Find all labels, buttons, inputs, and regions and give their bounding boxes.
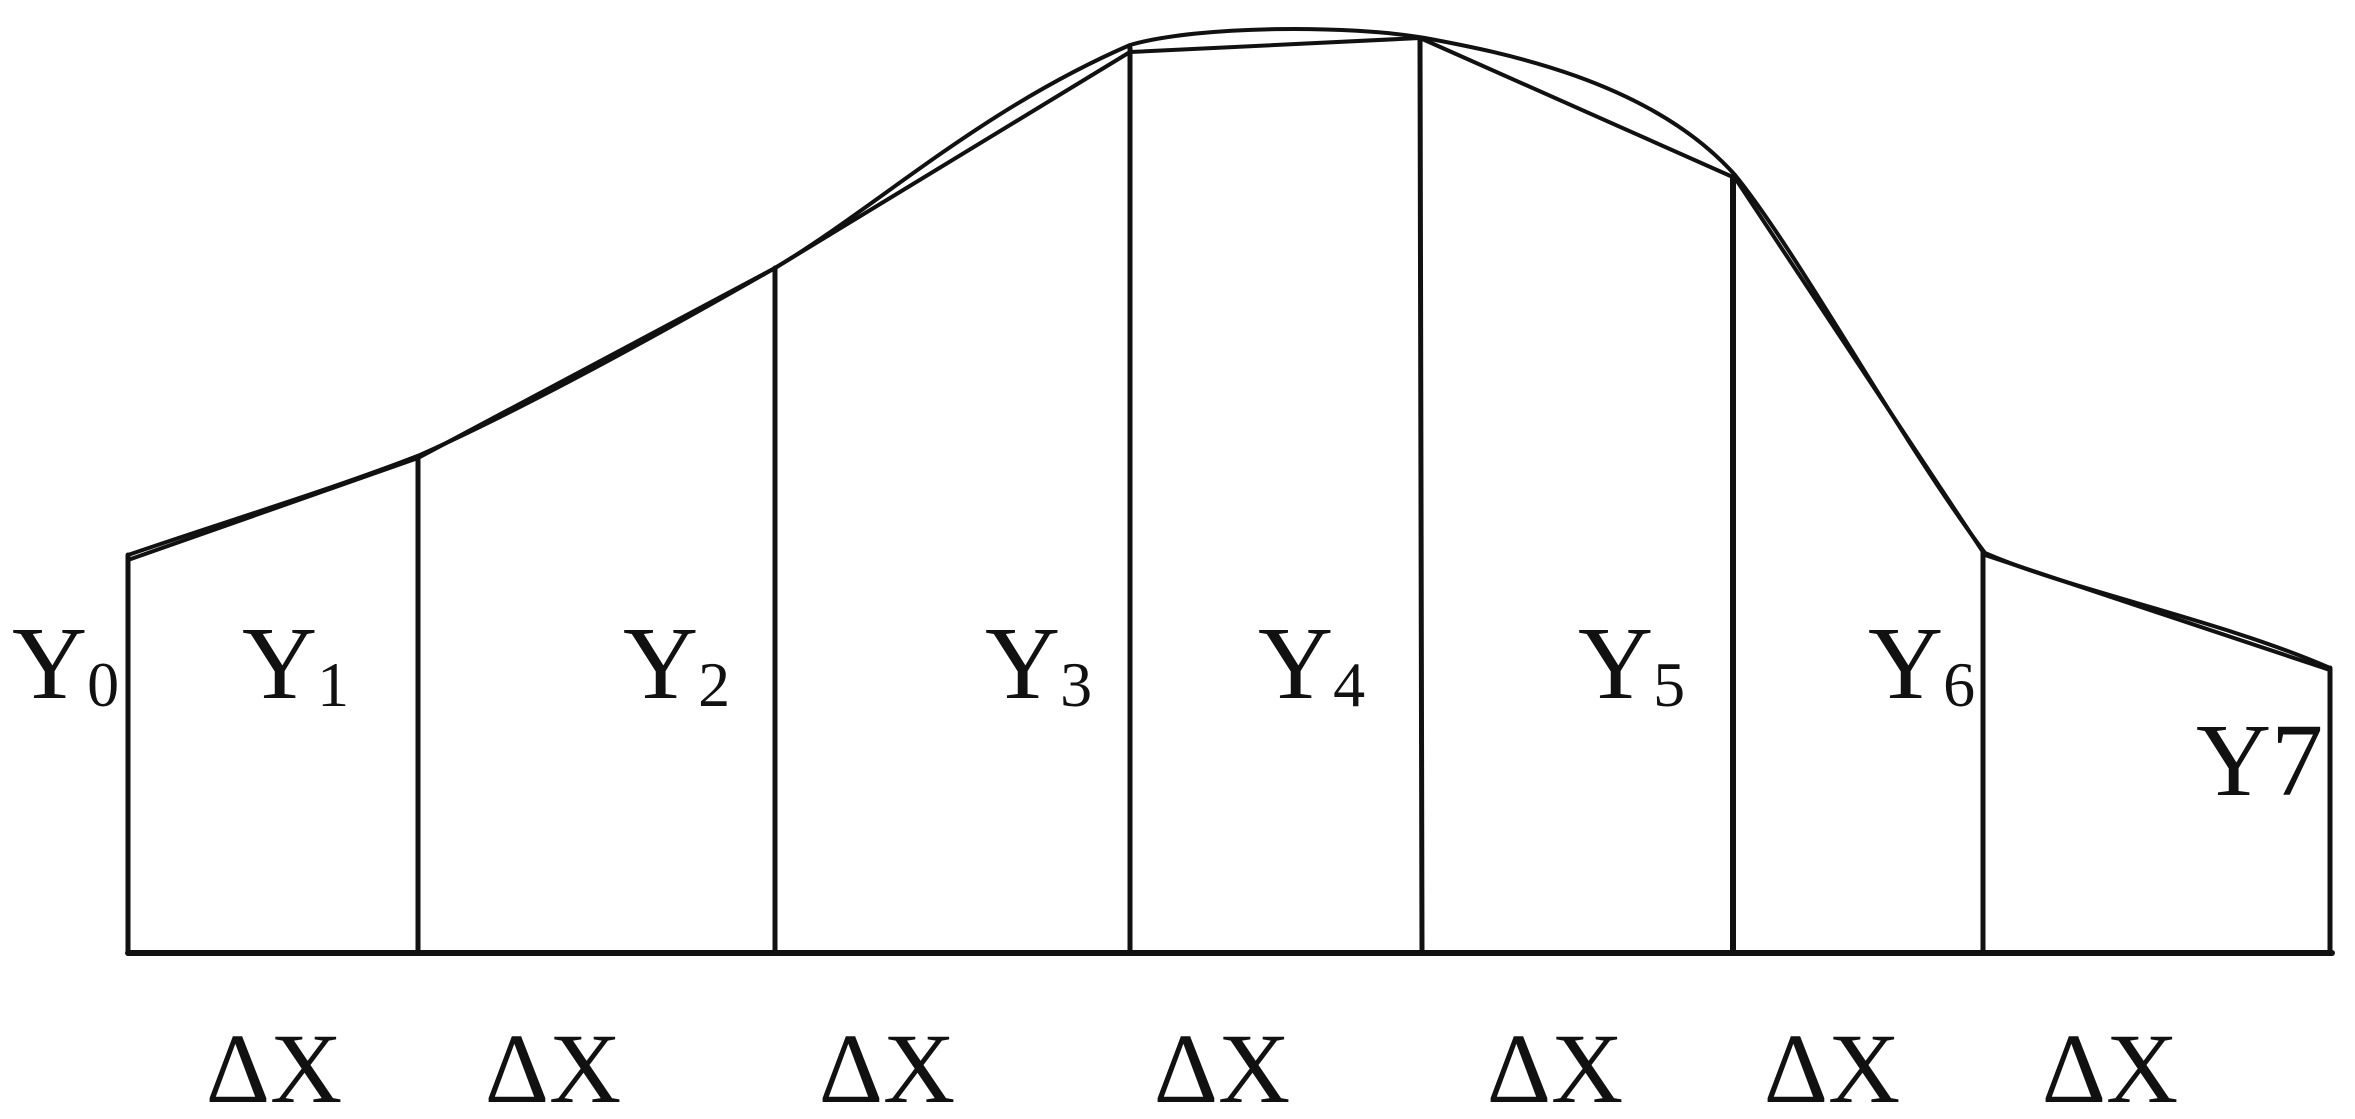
ordinate-label-y2: Y2 <box>623 606 730 721</box>
ordinate-label-y7: Y7 <box>2196 703 2323 818</box>
trapezoid-chords <box>126 36 2332 672</box>
interval-label-1: ΔX <box>206 1013 343 1119</box>
ordinate-label-y5: Y5 <box>1578 606 1685 721</box>
interval-label-2: ΔX <box>485 1013 622 1119</box>
interval-label-3: ΔX <box>819 1013 956 1119</box>
function-curve <box>126 26 2332 670</box>
ordinate-line-y4 <box>1417 35 1425 956</box>
ordinate-label-y6: Y6 <box>1868 606 1975 721</box>
ordinate-label-y1: Y1 <box>242 606 349 721</box>
ordinate-label-y4: Y4 <box>1258 606 1365 721</box>
ordinate-label-y3: Y3 <box>985 606 1092 721</box>
interval-label-4: ΔX <box>1154 1013 1291 1119</box>
interval-label-7: ΔX <box>2042 1013 2179 1119</box>
interval-label-5: ΔX <box>1487 1013 1624 1119</box>
interval-label-6: ΔX <box>1764 1013 1901 1119</box>
ordinate-label-y0: Y0 <box>12 606 119 721</box>
